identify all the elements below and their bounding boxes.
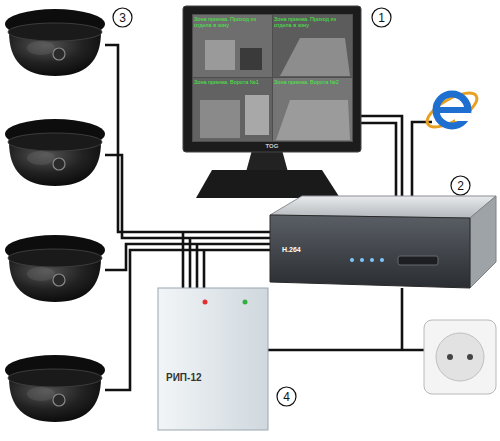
- monitor-cable: [355, 116, 402, 208]
- socket-recess: [436, 333, 484, 381]
- psu-box: [158, 288, 268, 430]
- scene-shape: [276, 100, 350, 140]
- camera-view: [273, 78, 352, 141]
- status-led: [350, 258, 354, 262]
- dome-camera: [5, 9, 105, 76]
- scene-shape: [240, 48, 262, 70]
- callout-circle: 4: [276, 386, 297, 407]
- power-cable: [189, 238, 192, 288]
- dvr: [270, 196, 496, 288]
- status-led: [360, 258, 364, 262]
- mains-cable: [268, 349, 428, 352]
- status-led: [370, 258, 374, 262]
- power-supply: [158, 288, 268, 430]
- scene-shape: [245, 95, 269, 135]
- power-cable: [196, 244, 199, 288]
- dome-camera: [5, 235, 105, 302]
- camera-view: [273, 15, 352, 77]
- monitor: [183, 6, 361, 198]
- front-panel-slot: [398, 256, 438, 265]
- dome-camera: [5, 355, 105, 422]
- logo-gap: [455, 113, 471, 121]
- socket-hole: [467, 354, 473, 360]
- monitor-bezel: [183, 6, 361, 152]
- dome-camera: [5, 119, 105, 186]
- logo-ring: [436, 94, 468, 126]
- dvr-model: H.264: [282, 246, 332, 254]
- screen-caption: Зона приема. Проход из отдела в зону: [274, 16, 351, 28]
- psu-led: [243, 300, 248, 305]
- browser-logo: [422, 86, 481, 133]
- camera-view: [193, 15, 272, 77]
- callout-circle-shape: [372, 8, 391, 27]
- psu-led: [203, 300, 208, 305]
- dvr-top: [270, 196, 496, 218]
- scene-shape: [280, 38, 350, 76]
- power-cable: [203, 250, 206, 288]
- socket-hole: [447, 354, 453, 360]
- mains-cable: [401, 288, 404, 350]
- power-cable: [182, 232, 185, 288]
- psu-model: РИП-12: [166, 372, 236, 383]
- status-led: [380, 258, 384, 262]
- callout-circle: 3: [112, 7, 133, 28]
- network-cable: [412, 122, 432, 208]
- monitor-neck: [246, 150, 288, 172]
- wall-socket: [424, 320, 496, 394]
- logo-bar: [438, 107, 466, 113]
- callout-number: 1: [371, 7, 392, 28]
- dvr-front: [270, 215, 470, 288]
- monitor-brand: TOG: [252, 143, 292, 150]
- monitor-screen: [192, 14, 353, 142]
- callout-circle: 1: [371, 7, 392, 28]
- callout-number: 2: [450, 175, 471, 196]
- screen-caption: Зона приема. Ворота №2: [274, 79, 351, 85]
- callout-circle-shape: [113, 8, 132, 27]
- scene-shape: [205, 40, 235, 70]
- dvr-side: [470, 196, 496, 288]
- screen-caption: Зона приема. Ворота №1: [194, 79, 271, 85]
- scene-shape: [200, 100, 240, 138]
- logo-swoosh: [422, 86, 481, 133]
- callout-circle-shape: [277, 387, 296, 406]
- callout-number: 4: [276, 386, 297, 407]
- callout-number: 3: [112, 7, 133, 28]
- camera-view: [193, 78, 272, 141]
- callout-circle: 2: [450, 175, 471, 196]
- callout-circle-shape: [451, 176, 470, 195]
- screen-caption: Зона приема. Проход из отдела в зону: [194, 16, 271, 28]
- socket-plate: [424, 320, 496, 394]
- monitor-base: [196, 170, 340, 198]
